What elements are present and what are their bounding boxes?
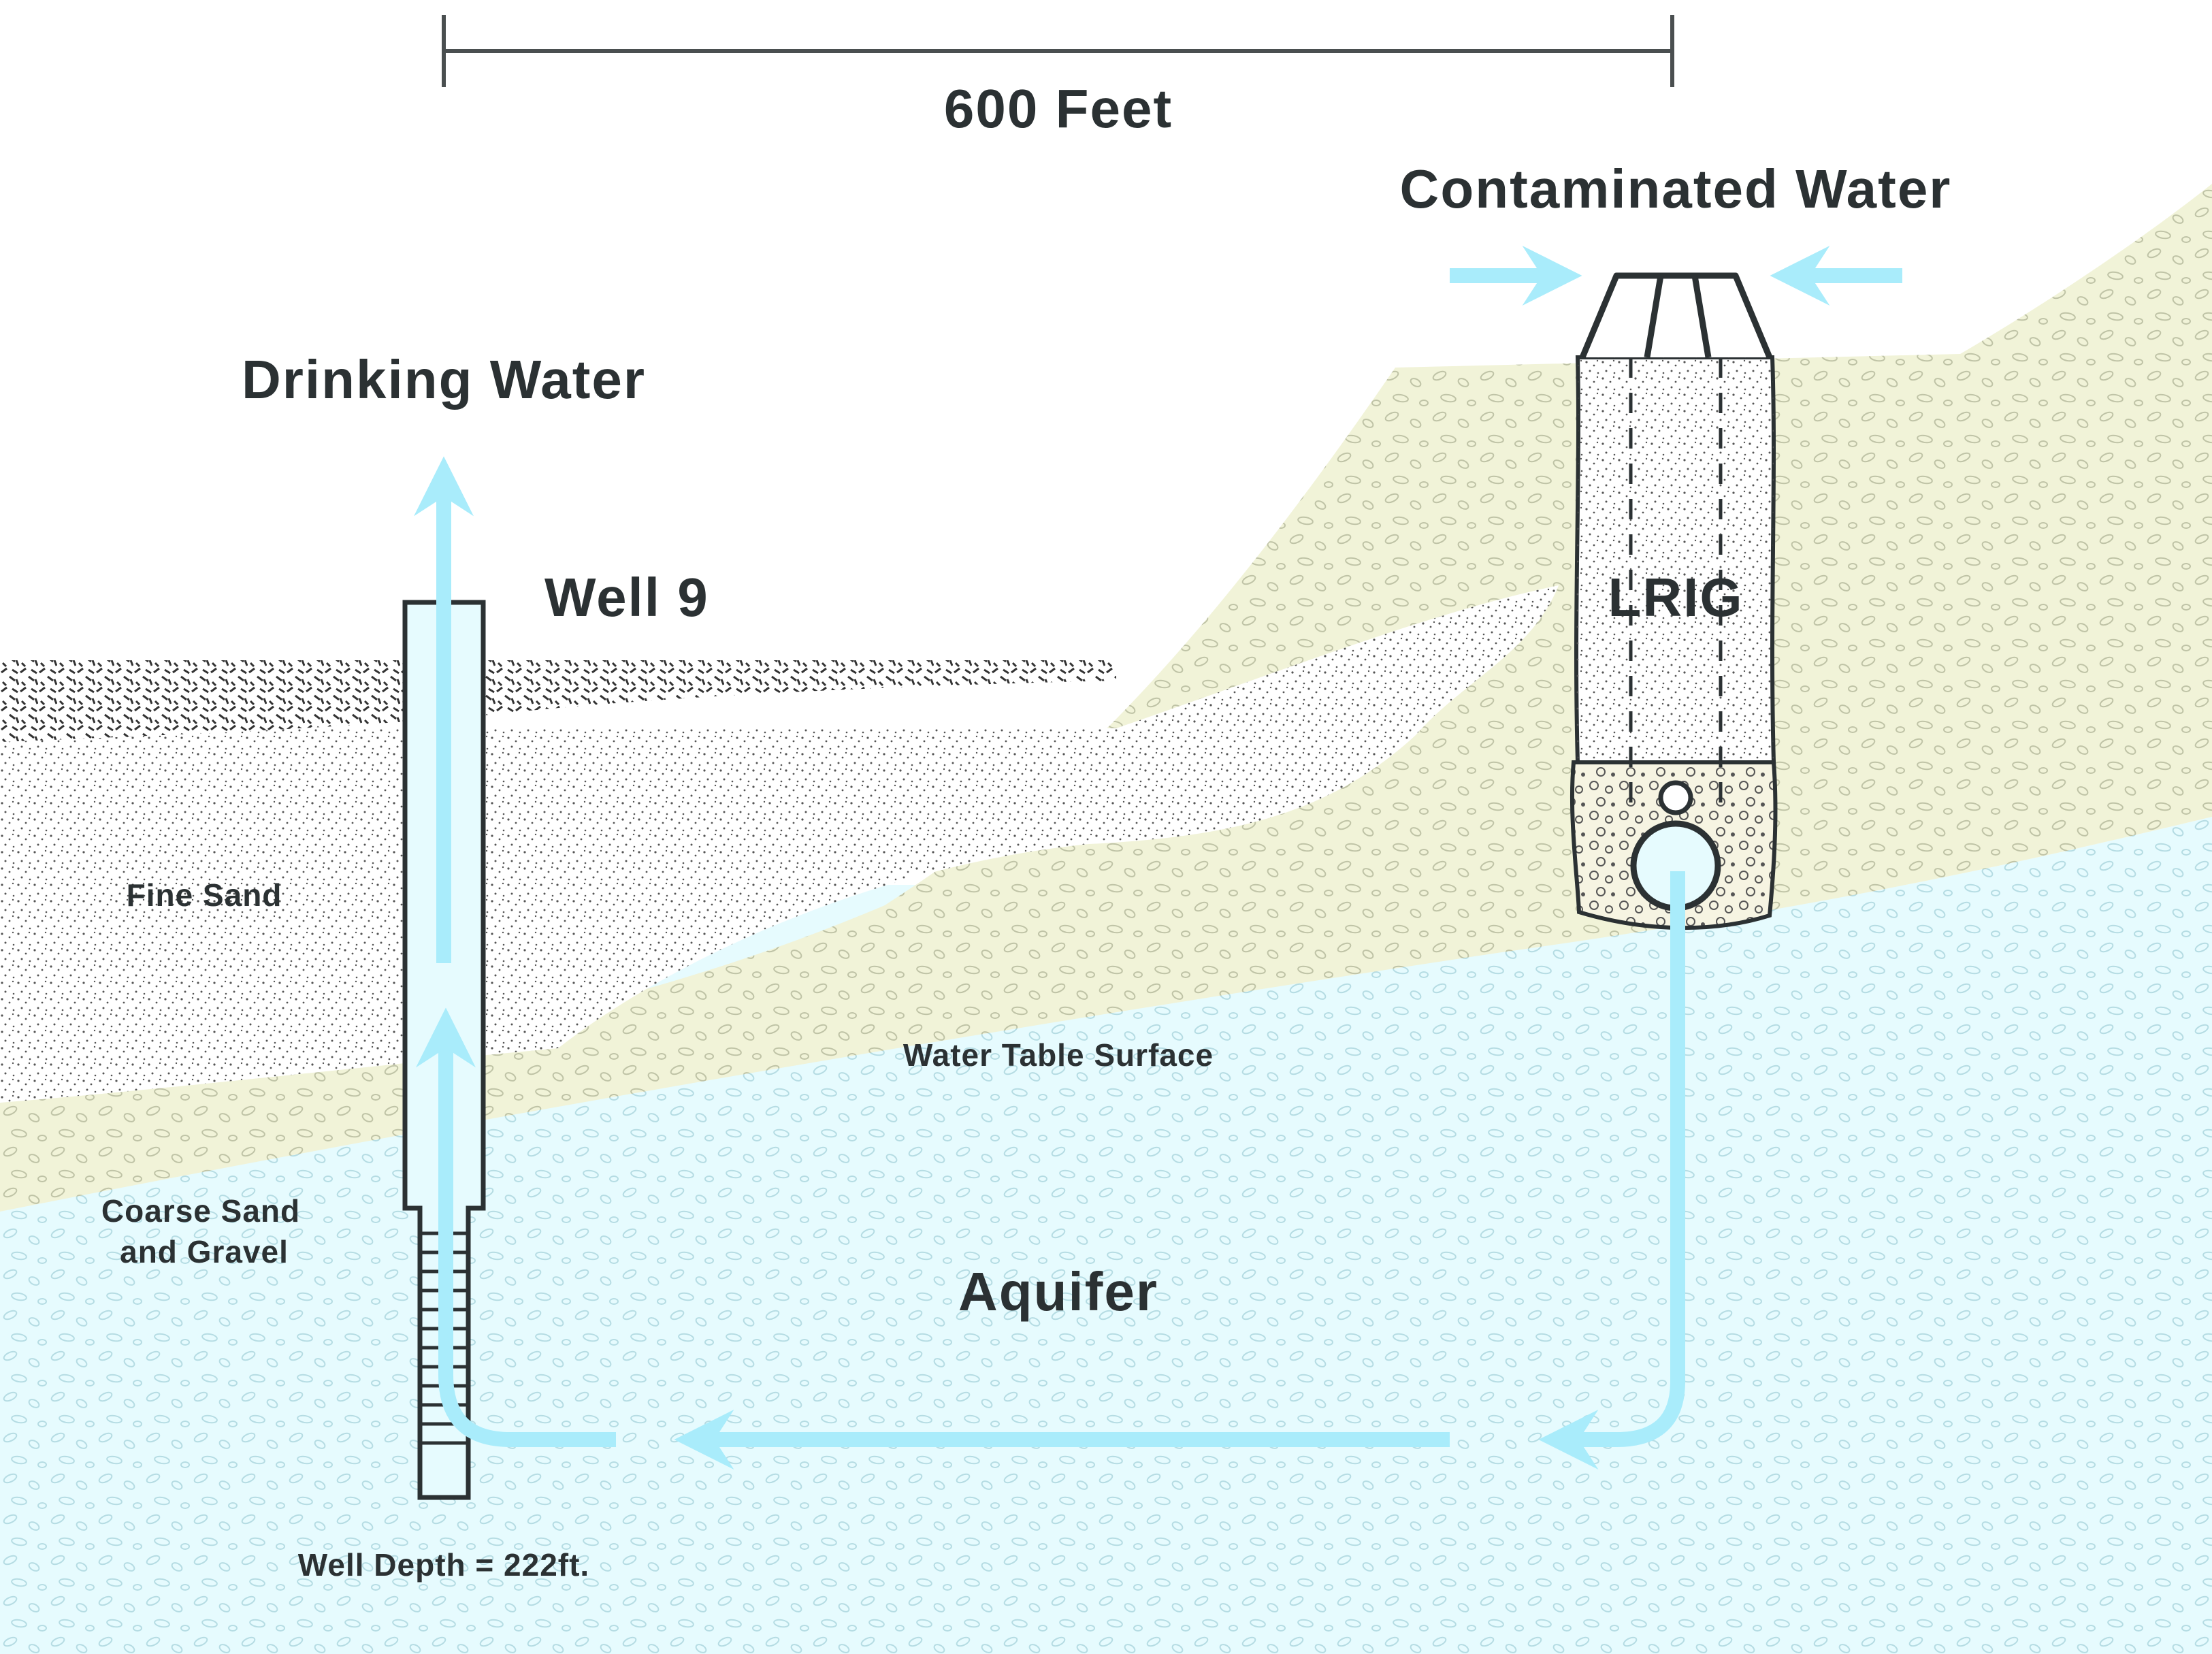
surface-layer <box>0 660 1116 742</box>
water-table-label: Water Table Surface <box>902 1037 1214 1073</box>
well-depth-label: Well Depth = 222ft. <box>297 1547 590 1583</box>
coarse-sand-label-line1: Coarse Sand <box>101 1193 301 1229</box>
lrig-label: LRIG <box>1608 567 1744 628</box>
well-9-label: Well 9 <box>544 567 709 628</box>
scale-bar <box>442 15 1674 87</box>
aquifer-label: Aquifer <box>958 1261 1158 1322</box>
coarse-sand-label-line2: and Gravel <box>120 1234 289 1269</box>
drinking-water-label: Drinking Water <box>242 349 646 410</box>
fine-sand-label: Fine Sand <box>126 877 282 913</box>
lrig-structure <box>1569 272 1778 930</box>
contaminated-water-label: Contaminated Water <box>1399 159 1952 219</box>
scale-label: 600 Feet <box>943 78 1173 139</box>
flow-arrows <box>414 246 1902 1470</box>
